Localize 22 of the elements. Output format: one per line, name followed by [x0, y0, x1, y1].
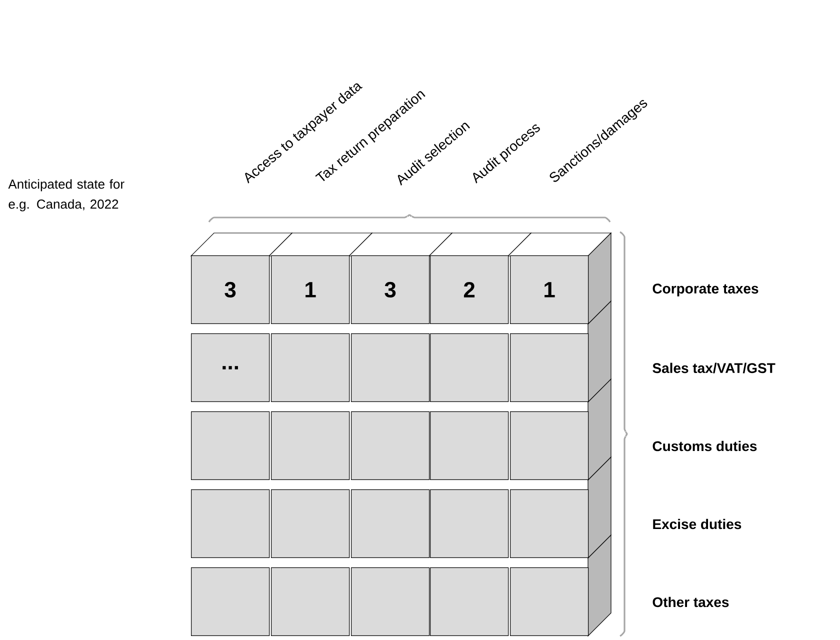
cube — [271, 333, 350, 402]
cube — [191, 567, 270, 636]
cube — [191, 411, 270, 480]
cube — [430, 489, 509, 558]
cube — [191, 489, 270, 558]
row-label: Customs duties — [652, 440, 757, 452]
cube — [430, 333, 509, 402]
row-label: Sales tax/VAT/GST — [652, 362, 776, 374]
cube — [271, 411, 350, 480]
cube — [271, 489, 350, 558]
row-label: Excise duties — [653, 518, 742, 530]
cube — [351, 567, 430, 636]
cube — [351, 489, 430, 558]
note: Anticipated state for e.g. Canada, 2022 — [8, 179, 124, 212]
cube — [430, 411, 509, 480]
cube — [271, 567, 350, 636]
row-label: Corporate taxes — [652, 284, 758, 296]
cube — [351, 333, 430, 402]
cube — [430, 567, 509, 636]
row-label: Other taxes — [652, 596, 729, 608]
cube: ... — [191, 333, 270, 402]
cube — [351, 411, 430, 480]
